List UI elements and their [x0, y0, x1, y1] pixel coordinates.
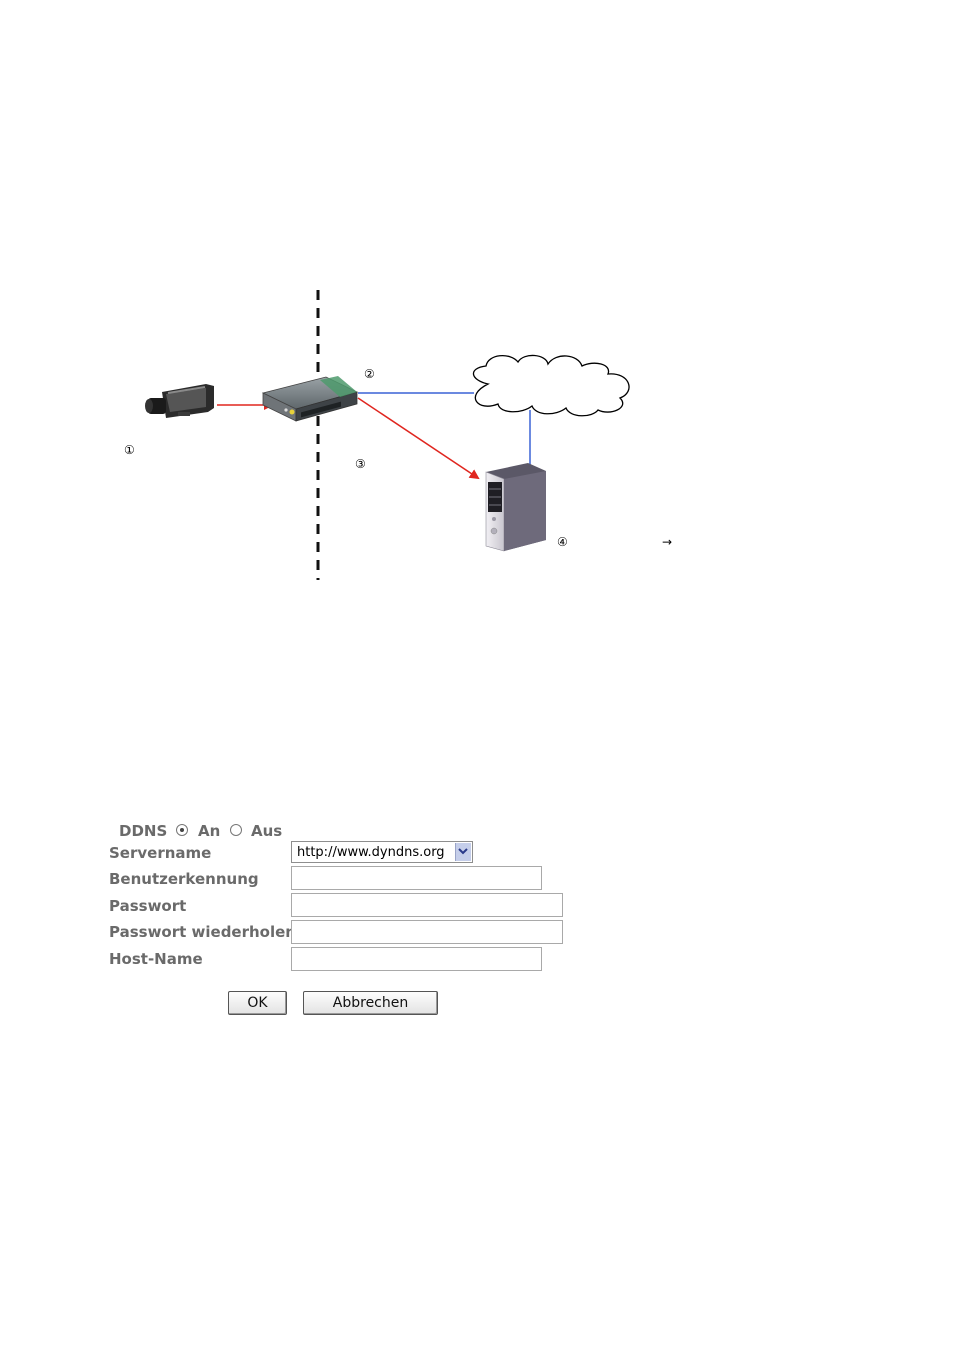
forward-marker: ③	[355, 457, 366, 471]
password-label: Passwort	[109, 897, 187, 915]
password-repeat-field[interactable]	[291, 920, 563, 944]
user-label: Benutzerkennung	[109, 870, 259, 888]
password-repeat-label: Passwort wiederholen	[109, 923, 296, 941]
user-field[interactable]	[291, 866, 542, 890]
servername-label: Servername	[109, 844, 212, 862]
password-field[interactable]	[291, 893, 563, 917]
ip-camera-icon	[145, 384, 214, 418]
hostname-label: Host-Name	[109, 950, 203, 968]
servername-select[interactable]: http://www.dyndns.org	[291, 841, 473, 863]
ddns-off-radio[interactable]	[230, 824, 242, 836]
ddns-on-radio[interactable]	[176, 824, 188, 836]
router-icon	[261, 376, 359, 422]
chevron-down-icon	[458, 848, 468, 855]
router-marker: ②	[364, 367, 375, 381]
servername-selected-value: http://www.dyndns.org	[297, 845, 445, 860]
hostname-field[interactable]	[291, 947, 542, 971]
network-diagram	[145, 290, 630, 580]
server-marker: ④	[557, 535, 568, 549]
router-server-link	[357, 397, 480, 480]
camera-marker: ①	[124, 443, 135, 457]
cloud-icon	[472, 354, 630, 417]
cancel-button[interactable]: Abbrechen	[303, 991, 438, 1015]
arrow-right-icon: →	[662, 535, 673, 549]
ddns-label: DDNS	[119, 822, 168, 840]
server-tower-icon	[485, 463, 546, 552]
ddns-on-label[interactable]: An	[198, 822, 221, 840]
dropdown-arrow-button[interactable]	[455, 843, 471, 861]
ddns-settings-form: DDNS An Aus Servername http://www.dyndns…	[104, 818, 574, 1023]
ddns-off-label[interactable]: Aus	[251, 822, 283, 840]
ok-button[interactable]: OK	[228, 991, 287, 1015]
